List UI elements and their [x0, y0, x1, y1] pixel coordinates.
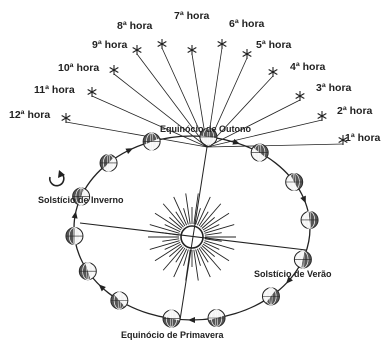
- earth-globe-icon: [262, 288, 279, 305]
- orbit-arrow-icon: [188, 317, 195, 323]
- earth-globe-icon: [251, 144, 268, 161]
- hour-ray: [207, 144, 343, 147]
- star-icon: [318, 111, 327, 121]
- hour-label-3: 3ª hora: [316, 82, 352, 94]
- sun-ray: [201, 204, 221, 227]
- star-icon: [296, 91, 305, 101]
- earth-globe-icon: [208, 309, 225, 326]
- earth-globe-icon: [100, 154, 117, 171]
- equinox-autumn-label: Equinócio de Outono: [160, 124, 251, 134]
- hour-label-1: 1ª hora: [345, 132, 381, 144]
- sun-ray: [184, 249, 189, 265]
- star-icon: [62, 113, 71, 123]
- hour-label-10: 10ª hora: [58, 62, 99, 74]
- sun-ray: [186, 193, 190, 224]
- hour-label-11: 11ª hora: [34, 84, 75, 96]
- sun-ray: [184, 208, 189, 224]
- earth-globe-icon: [111, 292, 128, 309]
- earth-globe-icon: [301, 211, 318, 228]
- star-icon: [269, 67, 278, 77]
- sun-ray: [205, 233, 222, 235]
- star-icon: [133, 45, 142, 55]
- sun-ray: [163, 247, 183, 270]
- orbit-arrow-icon: [72, 211, 78, 218]
- earth-globe-icon: [66, 228, 83, 245]
- earth-globe-icon: [163, 310, 180, 327]
- star-icon: [110, 65, 119, 75]
- equinox-spring-label: Equinócio de Primavera: [121, 330, 225, 340]
- star-icon: [218, 39, 227, 49]
- sun-ray: [201, 247, 221, 270]
- hour-label-7: 7ª hora: [174, 10, 210, 22]
- star-icon: [243, 49, 252, 59]
- solstice-summer-label: Solstício de Verão: [254, 269, 332, 279]
- sun-ray: [163, 204, 183, 227]
- sun-ray: [194, 250, 198, 281]
- hour-label-5: 5ª hora: [256, 39, 292, 51]
- star-icon: [158, 39, 167, 49]
- earth-globe-icon: [294, 251, 311, 268]
- sun-ray: [162, 239, 179, 241]
- star-icon: [188, 45, 197, 55]
- hour-label-12: 12ª hora: [9, 109, 50, 121]
- star-icon: [88, 87, 97, 97]
- earth-globe-icon: [79, 263, 96, 280]
- sun-ray: [196, 249, 201, 265]
- hour-label-9: 9ª hora: [92, 39, 128, 51]
- hour-label-8: 8ª hora: [117, 20, 153, 32]
- earth-globe-icon: [143, 133, 160, 150]
- solstice-winter-label: Solstício de Inverno: [38, 195, 124, 205]
- earth-globe-icon: [286, 174, 303, 191]
- hour-label-4: 4ª hora: [290, 61, 326, 73]
- hour-label-2: 2ª hora: [337, 105, 373, 117]
- hour-label-6: 6ª hora: [229, 18, 265, 30]
